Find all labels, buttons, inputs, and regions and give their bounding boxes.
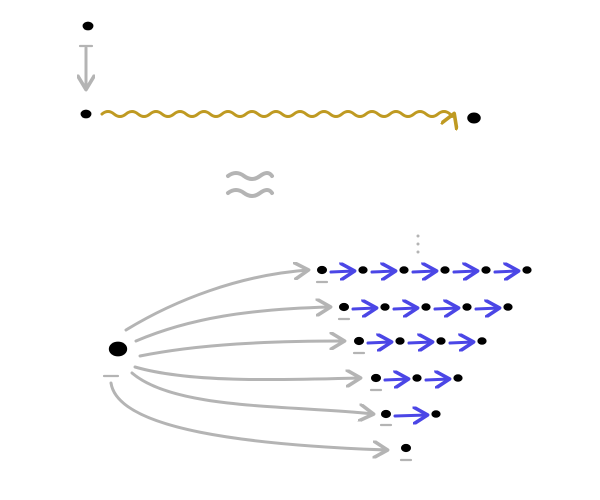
bottom-row-2-node-1: [338, 302, 350, 312]
bottom-row-4-node-1: [370, 373, 382, 383]
bottom-row-5-node-1: [380, 409, 392, 419]
top-gold-wavy-arrow: [100, 110, 454, 117]
bottom-row-1-node-3: [399, 266, 409, 274]
bottom-row-2-node-3: [421, 303, 431, 311]
bottom-row-1-blue-arrow-3: [411, 271, 436, 272]
bottom-fan-arrow-4: [133, 365, 360, 380]
bottom-row-2-blue-arrow-1: [351, 308, 376, 309]
bottom-row-1-node-1: [316, 265, 328, 275]
approx-section: [226, 171, 274, 198]
bottom-row-3-blue-arrow-1: [366, 342, 391, 343]
bottom-row-4-node-2: [412, 374, 422, 382]
bottom-row-2-blue-arrow-3: [433, 308, 458, 309]
bottom-row-6-node-1: [400, 443, 412, 453]
bottom-row-1-blue-arrow-2: [370, 271, 395, 272]
bottom-fan-arrow-1: [124, 270, 308, 332]
bottom-row-3-node-1: [353, 336, 365, 346]
bottom-ellipsis-dot-2: [416, 242, 420, 246]
top-node-upper: [82, 21, 94, 31]
bottom-fan-arrow-2: [134, 307, 330, 343]
bottom-row-1-blue-arrow-5: [493, 271, 518, 272]
approx-line-bottom: [226, 188, 274, 198]
bottom-row-2-node-2: [380, 303, 390, 311]
bottom-row-4-node-3: [453, 374, 463, 382]
bottom-section: [102, 234, 532, 462]
bottom-row-2-blue-arrow-2: [392, 308, 417, 309]
bottom-ellipsis-dot-1: [416, 234, 420, 238]
top-section: [80, 21, 481, 124]
approx-line-top: [226, 171, 274, 181]
bottom-row-3-blue-arrow-2: [407, 342, 432, 343]
bottom-row-5-node-2: [431, 410, 441, 418]
bottom-fan-arrow-5: [130, 371, 373, 414]
bottom-row-4-blue-arrow-1: [383, 379, 408, 380]
bottom-row-3-node-3: [436, 337, 446, 345]
bottom-row-1-node-6: [522, 266, 532, 274]
bottom-row-4-blue-arrow-2: [424, 379, 449, 380]
bottom-row-1-blue-arrow-1: [329, 271, 354, 272]
top-node-right: [467, 112, 481, 124]
bottom-row-2-blue-arrow-4: [474, 308, 499, 309]
bottom-row-3-node-2: [395, 337, 405, 345]
bottom-ellipsis-dot-3: [416, 250, 420, 254]
bottom-fan-arrow-6: [109, 381, 387, 450]
bottom-row-3-blue-arrow-3: [448, 342, 473, 343]
bottom-row-1-node-5: [481, 266, 491, 274]
bottom-row-5-blue-arrow-1: [393, 415, 427, 416]
bottom-row-1-node-2: [358, 266, 368, 274]
top-node-left: [80, 109, 92, 119]
bottom-row-1-node-4: [440, 266, 450, 274]
bottom-row-2-node-5: [503, 303, 513, 311]
bottom-fan-arrow-3: [138, 341, 344, 358]
bottom-row-2-node-4: [462, 303, 472, 311]
bottom-row-1-blue-arrow-4: [452, 271, 477, 272]
bottom-source-node: [108, 341, 128, 357]
bottom-row-3-node-4: [477, 337, 487, 345]
